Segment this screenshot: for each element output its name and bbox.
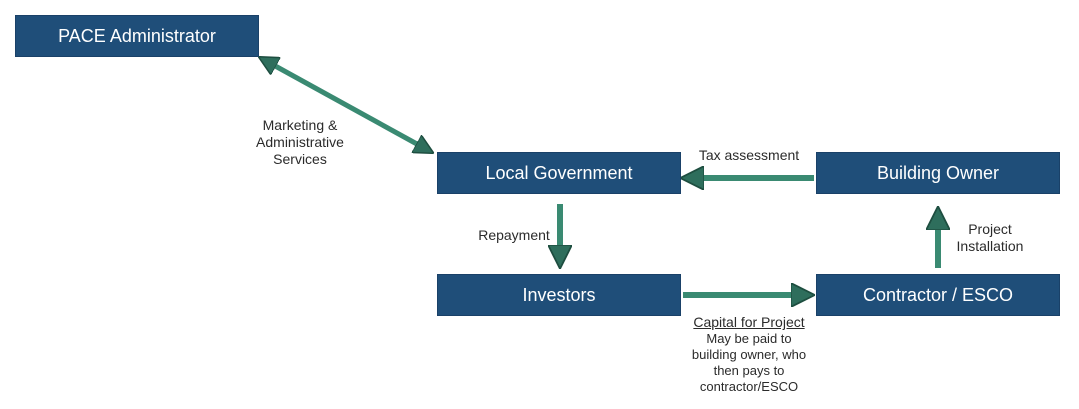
node-building-owner: Building Owner (816, 152, 1060, 194)
label-tax-assessment: Tax assessment (698, 147, 800, 163)
label-project-installation: Project Installation (956, 221, 1024, 254)
arrow-pace-local (268, 62, 426, 149)
node-contractor-esco: Contractor / ESCO (816, 274, 1060, 316)
node-local-government: Local Government (437, 152, 681, 194)
node-pace-administrator: PACE Administrator (15, 15, 259, 57)
label-repayment: Repayment (478, 227, 550, 243)
label-marketing-services: Marketing & Administrative Services (256, 117, 344, 167)
label-capital-for-project: Capital for Project May be paid to build… (668, 314, 830, 395)
node-investors: Investors (437, 274, 681, 316)
capital-title: Capital for Project (693, 314, 805, 330)
capital-note: May be paid to building owner, who then … (691, 331, 807, 394)
